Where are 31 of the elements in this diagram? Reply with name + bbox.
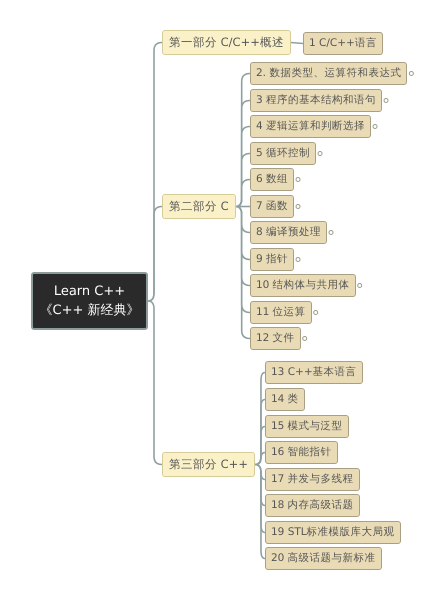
chapter-topic-box: 4 逻辑运算和判断选择 bbox=[250, 115, 372, 138]
chapter-topic-box: 9 指针 bbox=[250, 248, 294, 271]
branch-line bbox=[236, 206, 250, 340]
chapter-topic-box: 11 位运算 bbox=[250, 301, 312, 324]
chapter-topic-box: 15 模式与泛型 bbox=[265, 415, 349, 438]
chapter-topic-box: 7 函数 bbox=[250, 195, 294, 218]
branch-line bbox=[290, 42, 304, 44]
section-topic-box: 第一部分 C/C++概述 bbox=[162, 30, 291, 55]
chapter-topic-box: 14 类 bbox=[265, 388, 305, 411]
section-topic-box: 第三部分 C++ bbox=[162, 452, 255, 477]
branch-line bbox=[254, 452, 266, 466]
chapter-topic-box: 17 并发与多线程 bbox=[265, 468, 360, 491]
section-topic-box: 第二部分 C bbox=[162, 194, 236, 219]
chapter-topic-box: 12 文件 bbox=[250, 327, 301, 350]
chapter-topic-box: 5 循环控制 bbox=[250, 142, 316, 165]
branch-line bbox=[236, 178, 250, 208]
branch-line bbox=[254, 464, 266, 560]
chapter-topic-box: 18 内存高级话题 bbox=[265, 494, 360, 517]
chapter-topic-box: 10 结构体与共用体 bbox=[250, 274, 356, 297]
chapter-topic-box: 1 C/C++语言 bbox=[303, 32, 383, 55]
chapter-topic-box: 13 C++基本语言 bbox=[265, 361, 363, 384]
central-topic-box: Learn C++ 《C++ 新经典》 bbox=[31, 272, 148, 330]
branch-line bbox=[148, 206, 162, 302]
chapter-topic-box: 6 数组 bbox=[250, 168, 294, 191]
chapter-topic-box: 19 STL标准模版库大局观 bbox=[265, 521, 401, 544]
branch-line bbox=[254, 426, 266, 466]
chapter-topic-box: 8 编译预处理 bbox=[250, 221, 328, 244]
chapter-topic-box: 16 智能指针 bbox=[265, 441, 338, 464]
chapter-topic-box: 2. 数据类型、运算符和表达式 bbox=[250, 62, 408, 85]
chapter-topic-box: 20 高级话题与新标准 bbox=[265, 547, 382, 570]
chapter-topic-box: 3 程序的基本结构和语句 bbox=[250, 89, 382, 112]
